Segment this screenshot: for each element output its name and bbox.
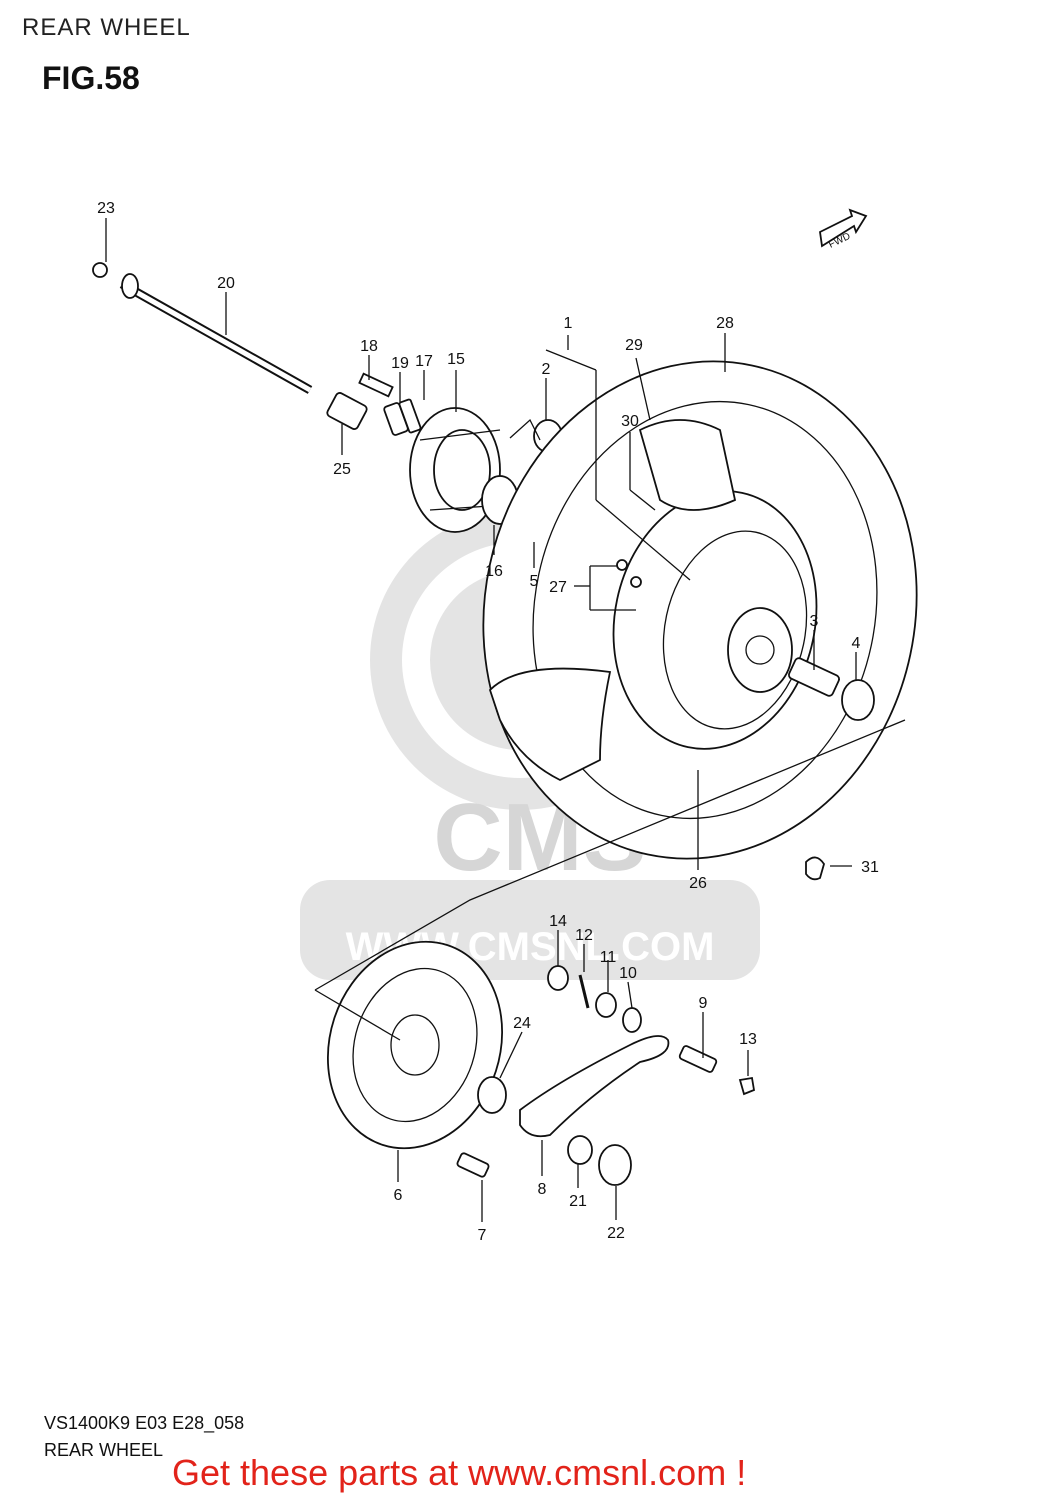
torque-link — [519, 1035, 670, 1138]
bushing-24 — [477, 1076, 507, 1114]
callout-24: 24 — [513, 1015, 531, 1032]
lock-plate — [398, 398, 422, 434]
nut-11 — [595, 992, 617, 1018]
spacer-3 — [788, 657, 840, 697]
callout-26: 26 — [689, 875, 707, 892]
sprocket-mounting-drum — [409, 407, 506, 533]
nipple-27a — [616, 559, 628, 571]
callout-23: 23 — [97, 200, 115, 217]
callout-2: 2 — [542, 361, 551, 378]
callout-30: 30 — [621, 413, 639, 430]
callout-14: 14 — [549, 913, 567, 930]
disc-bolt — [456, 1152, 490, 1178]
bearing-4 — [841, 679, 875, 721]
leader-lines — [105, 218, 857, 1222]
cap-22 — [598, 1144, 632, 1186]
callout-4: 4 — [852, 635, 861, 652]
callout-13: 13 — [739, 1031, 757, 1048]
figure-title: FIG.58 — [42, 60, 140, 96]
callout-6: 6 — [394, 1187, 403, 1204]
callout-11: 11 — [600, 949, 617, 966]
callout-29: 29 — [625, 337, 643, 354]
nut-14 — [547, 965, 569, 991]
cap-13 — [738, 1076, 756, 1096]
nipple-27b — [630, 576, 642, 588]
cotter-pin — [578, 974, 590, 1009]
promo-link[interactable]: Get these parts at www.cmsnl.com ! — [172, 1452, 747, 1493]
callout-7: 7 — [478, 1227, 487, 1244]
callout-19: 19 — [391, 355, 409, 372]
callout-3: 3 — [810, 613, 819, 630]
brake-disc — [326, 940, 504, 1150]
callout-21: 21 — [569, 1193, 587, 1210]
bolt-9 — [678, 1045, 718, 1073]
callout-numbers: 1 2 3 4 5 6 7 8 9 10 11 12 13 14 15 16 1… — [97, 200, 879, 1244]
callout-20: 20 — [217, 275, 235, 292]
callout-5: 5 — [530, 573, 539, 590]
rear-axle — [92, 262, 313, 394]
page-header-title: REAR WHEEL — [22, 14, 191, 41]
callout-15: 15 — [447, 351, 465, 368]
callout-25: 25 — [333, 461, 351, 478]
callout-12: 12 — [575, 927, 593, 944]
callout-1: 1 — [564, 315, 573, 332]
callout-17: 17 — [415, 353, 433, 370]
footer-title: REAR WHEEL — [44, 1440, 164, 1460]
forward-direction-arrow: FWD — [819, 208, 868, 251]
bolt — [358, 372, 394, 398]
callout-10: 10 — [619, 965, 637, 982]
rear-wheel-assembly — [482, 360, 918, 860]
callout-8: 8 — [538, 1181, 547, 1198]
callout-27: 27 — [549, 579, 567, 596]
washer-10 — [622, 1007, 642, 1033]
callout-31: 31 — [861, 859, 879, 876]
collar — [326, 392, 368, 430]
callout-9: 9 — [699, 995, 708, 1012]
nut-21 — [567, 1135, 593, 1165]
callout-22: 22 — [607, 1225, 625, 1242]
callout-18: 18 — [360, 338, 378, 355]
model-code-label: VS1400K9 E03 E28_058 — [44, 1413, 245, 1433]
callout-28: 28 — [716, 315, 734, 332]
callout-16: 16 — [485, 563, 503, 580]
clip-31 — [805, 856, 825, 881]
